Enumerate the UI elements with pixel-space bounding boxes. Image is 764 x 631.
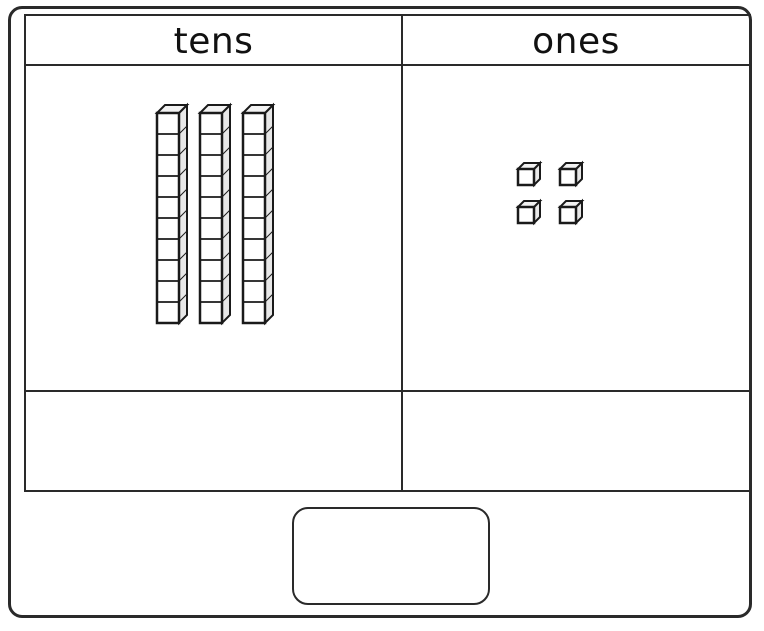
ones-cube bbox=[518, 163, 540, 185]
tens-rod bbox=[200, 105, 230, 323]
ones-cube bbox=[518, 201, 540, 223]
cube-front-face bbox=[518, 207, 534, 223]
cube-front-face bbox=[560, 169, 576, 185]
cube-front-face bbox=[560, 207, 576, 223]
ones-cube bbox=[560, 201, 582, 223]
tens-rod bbox=[243, 105, 273, 323]
cube-front-face bbox=[518, 169, 534, 185]
ones-cube bbox=[560, 163, 582, 185]
total-answer-box[interactable] bbox=[292, 507, 490, 605]
tens-rod bbox=[157, 105, 187, 323]
